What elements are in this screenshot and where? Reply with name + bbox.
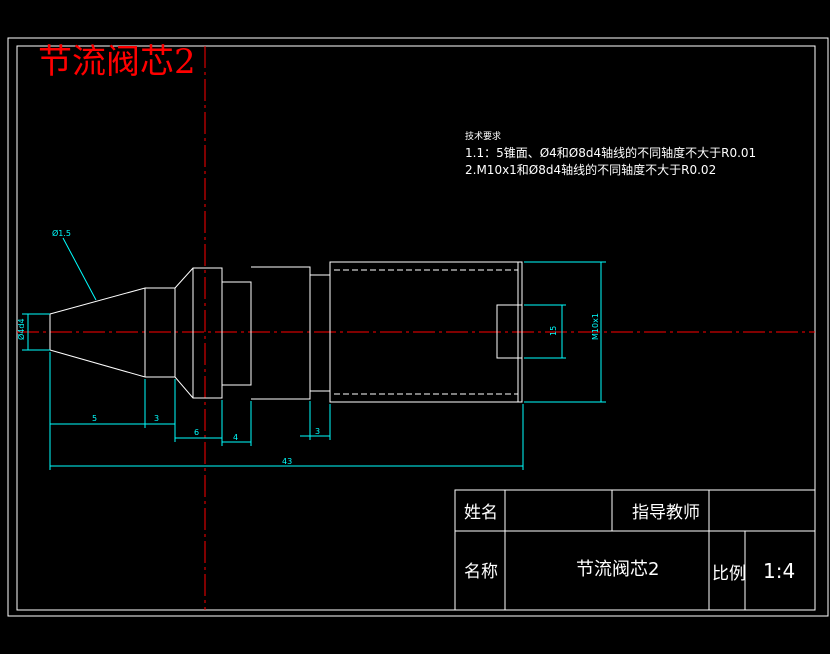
inner-frame (16, 45, 816, 611)
scale-label: 比例 (712, 564, 746, 584)
part-outline (49, 261, 523, 403)
dim-len-5: 5 (92, 414, 97, 423)
title-block (454, 489, 816, 611)
dim-len-3a: 3 (154, 414, 159, 423)
dim-len-43: 43 (282, 457, 292, 466)
outer-frame (7, 37, 829, 617)
part-name: 节流阀芯2 (576, 559, 659, 580)
tech-req-line1: 1.1：5锥面、Ø4和Ø8d4轴线的不同轴度不大于R0.01 (465, 145, 756, 160)
dim-slot-15: 15 (549, 326, 558, 336)
dim-len-3b: 3 (315, 427, 320, 436)
dim-thread: M10x1 (591, 313, 600, 340)
dim-len-4: 4 (233, 433, 238, 442)
tech-requirements: 技术要求 1.1：5锥面、Ø4和Ø8d4轴线的不同轴度不大于R0.01 2.M1… (465, 130, 756, 177)
name-label: 姓名 (464, 503, 498, 523)
drawing-title: 节流阀芯2 (38, 42, 196, 82)
tech-req-line2: 2.M10x1和Ø8d4轴线的不同轴度不大于R0.02 (465, 162, 716, 177)
part-name-label: 名称 (464, 562, 498, 582)
instructor-label: 指导教师 (632, 503, 700, 523)
scale-value: 1:4 (763, 559, 795, 583)
dim-len-6: 6 (194, 428, 199, 437)
dimension-lines (22, 237, 606, 470)
dim-chamfer: Ø1.5 (52, 228, 71, 238)
dim-tip-diameter: Ø4d4 (16, 318, 26, 340)
tech-req-heading: 技术要求 (465, 130, 501, 142)
